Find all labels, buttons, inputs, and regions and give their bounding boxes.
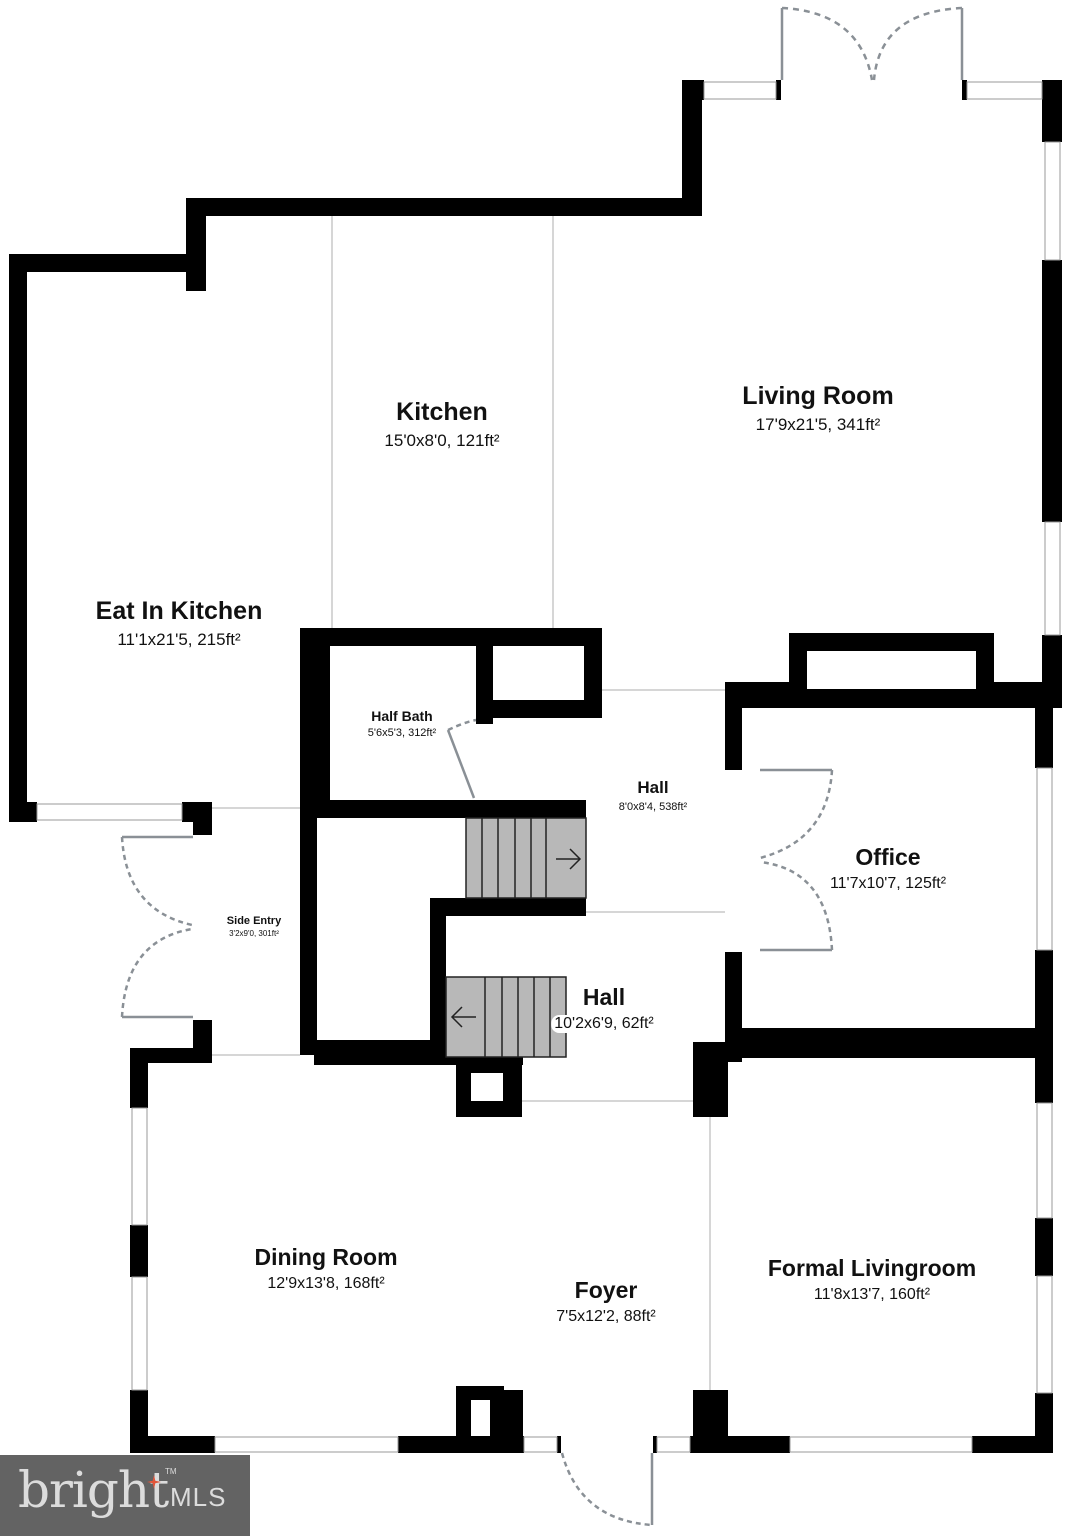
doors	[120, 6, 964, 1527]
room-dimensions: 5'6x5'3, 312ft²	[367, 727, 437, 739]
stairs-upper	[465, 817, 587, 899]
sparkle-icon	[147, 1475, 161, 1489]
room-label-half-bath: Half Bath 5'6x5'3, 312ft²	[368, 708, 436, 739]
room-name: Half Bath	[371, 708, 433, 724]
room-label-eat-in-kitchen: Eat In Kitchen 11'1x21'5, 215ft²	[96, 597, 263, 650]
room-dividers	[210, 216, 725, 1390]
room-label-side-entry: Side Entry 3'2x9'0, 301ft²	[227, 915, 281, 938]
walls	[9, 80, 1062, 1453]
room-dimensions: 11'8x13'7, 160ft²	[813, 1286, 931, 1303]
room-dimensions: 10'2x6'9, 62ft²	[551, 1015, 657, 1033]
room-name: Eat In Kitchen	[95, 597, 263, 625]
room-label-foyer: Foyer 7'5x12'2, 88ft²	[556, 1277, 656, 1326]
arrow-left-icon	[450, 1006, 476, 1028]
bright-mls-logo: bright TM MLS	[0, 1455, 250, 1536]
stairs-lower	[445, 976, 567, 1058]
room-name: Office	[855, 844, 921, 870]
room-label-kitchen: Kitchen 15'0x8'0, 121ft²	[384, 398, 499, 451]
room-name: Living Room	[742, 382, 894, 410]
room-name: Dining Room	[254, 1244, 398, 1270]
room-name: Side Entry	[226, 915, 282, 927]
closet-cutouts	[471, 646, 976, 1436]
room-dimensions: 3'2x9'0, 301ft²	[229, 929, 279, 938]
logo-suffix: MLS	[170, 1482, 227, 1512]
room-dimensions: 12'9x13'8, 168ft²	[267, 1275, 385, 1292]
room-dimensions: 15'0x8'0, 121ft²	[384, 431, 500, 450]
room-label-office: Office 11'7x10'7, 125ft²	[830, 844, 946, 893]
room-name: Kitchen	[396, 398, 488, 426]
room-dimensions: 8'0x8'4, 538ft²	[618, 801, 688, 813]
room-dimensions: 17'9x21'5, 341ft²	[755, 415, 881, 434]
room-label-living-room: Living Room 17'9x21'5, 341ft²	[742, 382, 893, 435]
room-dimensions: 11'7x10'7, 125ft²	[829, 875, 947, 892]
logo-trademark: TM	[165, 1467, 177, 1476]
room-name: Foyer	[574, 1277, 638, 1303]
windows	[36, 81, 1061, 1453]
room-label-formal-livingroom: Formal Livingroom 11'8x13'7, 160ft²	[768, 1255, 976, 1304]
room-dimensions: 11'1x21'5, 215ft²	[117, 630, 241, 649]
logo-brand: bright	[18, 1461, 169, 1519]
room-label-hall-lower: Hall 10'2x6'9, 62ft²	[551, 984, 657, 1033]
room-name: Hall	[637, 778, 669, 797]
arrow-right-icon	[556, 848, 582, 870]
room-label-hall-upper: Hall 8'0x8'4, 538ft²	[619, 778, 687, 813]
room-name: Formal Livingroom	[767, 1255, 977, 1281]
room-label-dining-room: Dining Room 12'9x13'8, 168ft²	[254, 1244, 397, 1293]
room-dimensions: 7'5x12'2, 88ft²	[556, 1308, 656, 1325]
room-name: Hall	[582, 984, 626, 1010]
